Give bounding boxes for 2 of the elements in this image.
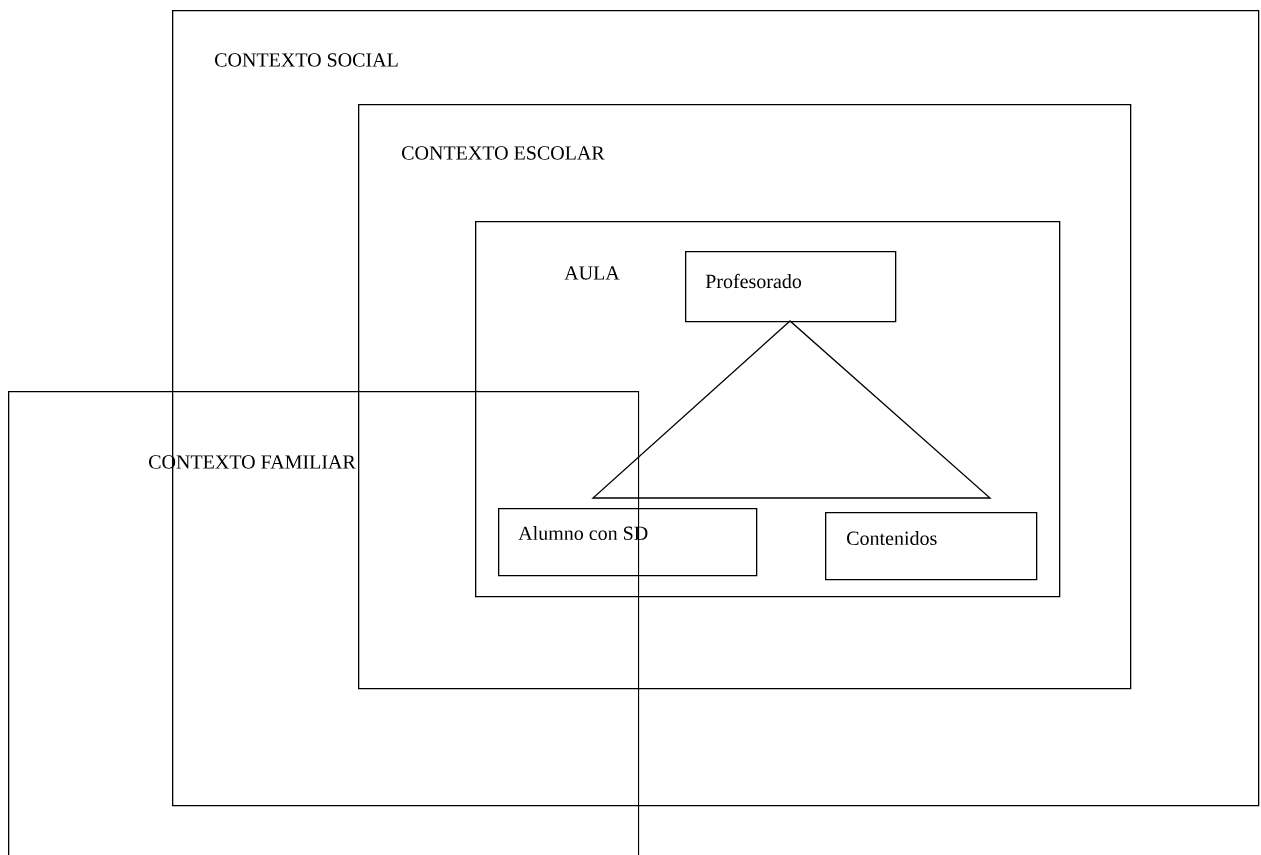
node-box: Profesorado xyxy=(685,251,897,323)
node-box: Contenidos xyxy=(825,512,1038,581)
